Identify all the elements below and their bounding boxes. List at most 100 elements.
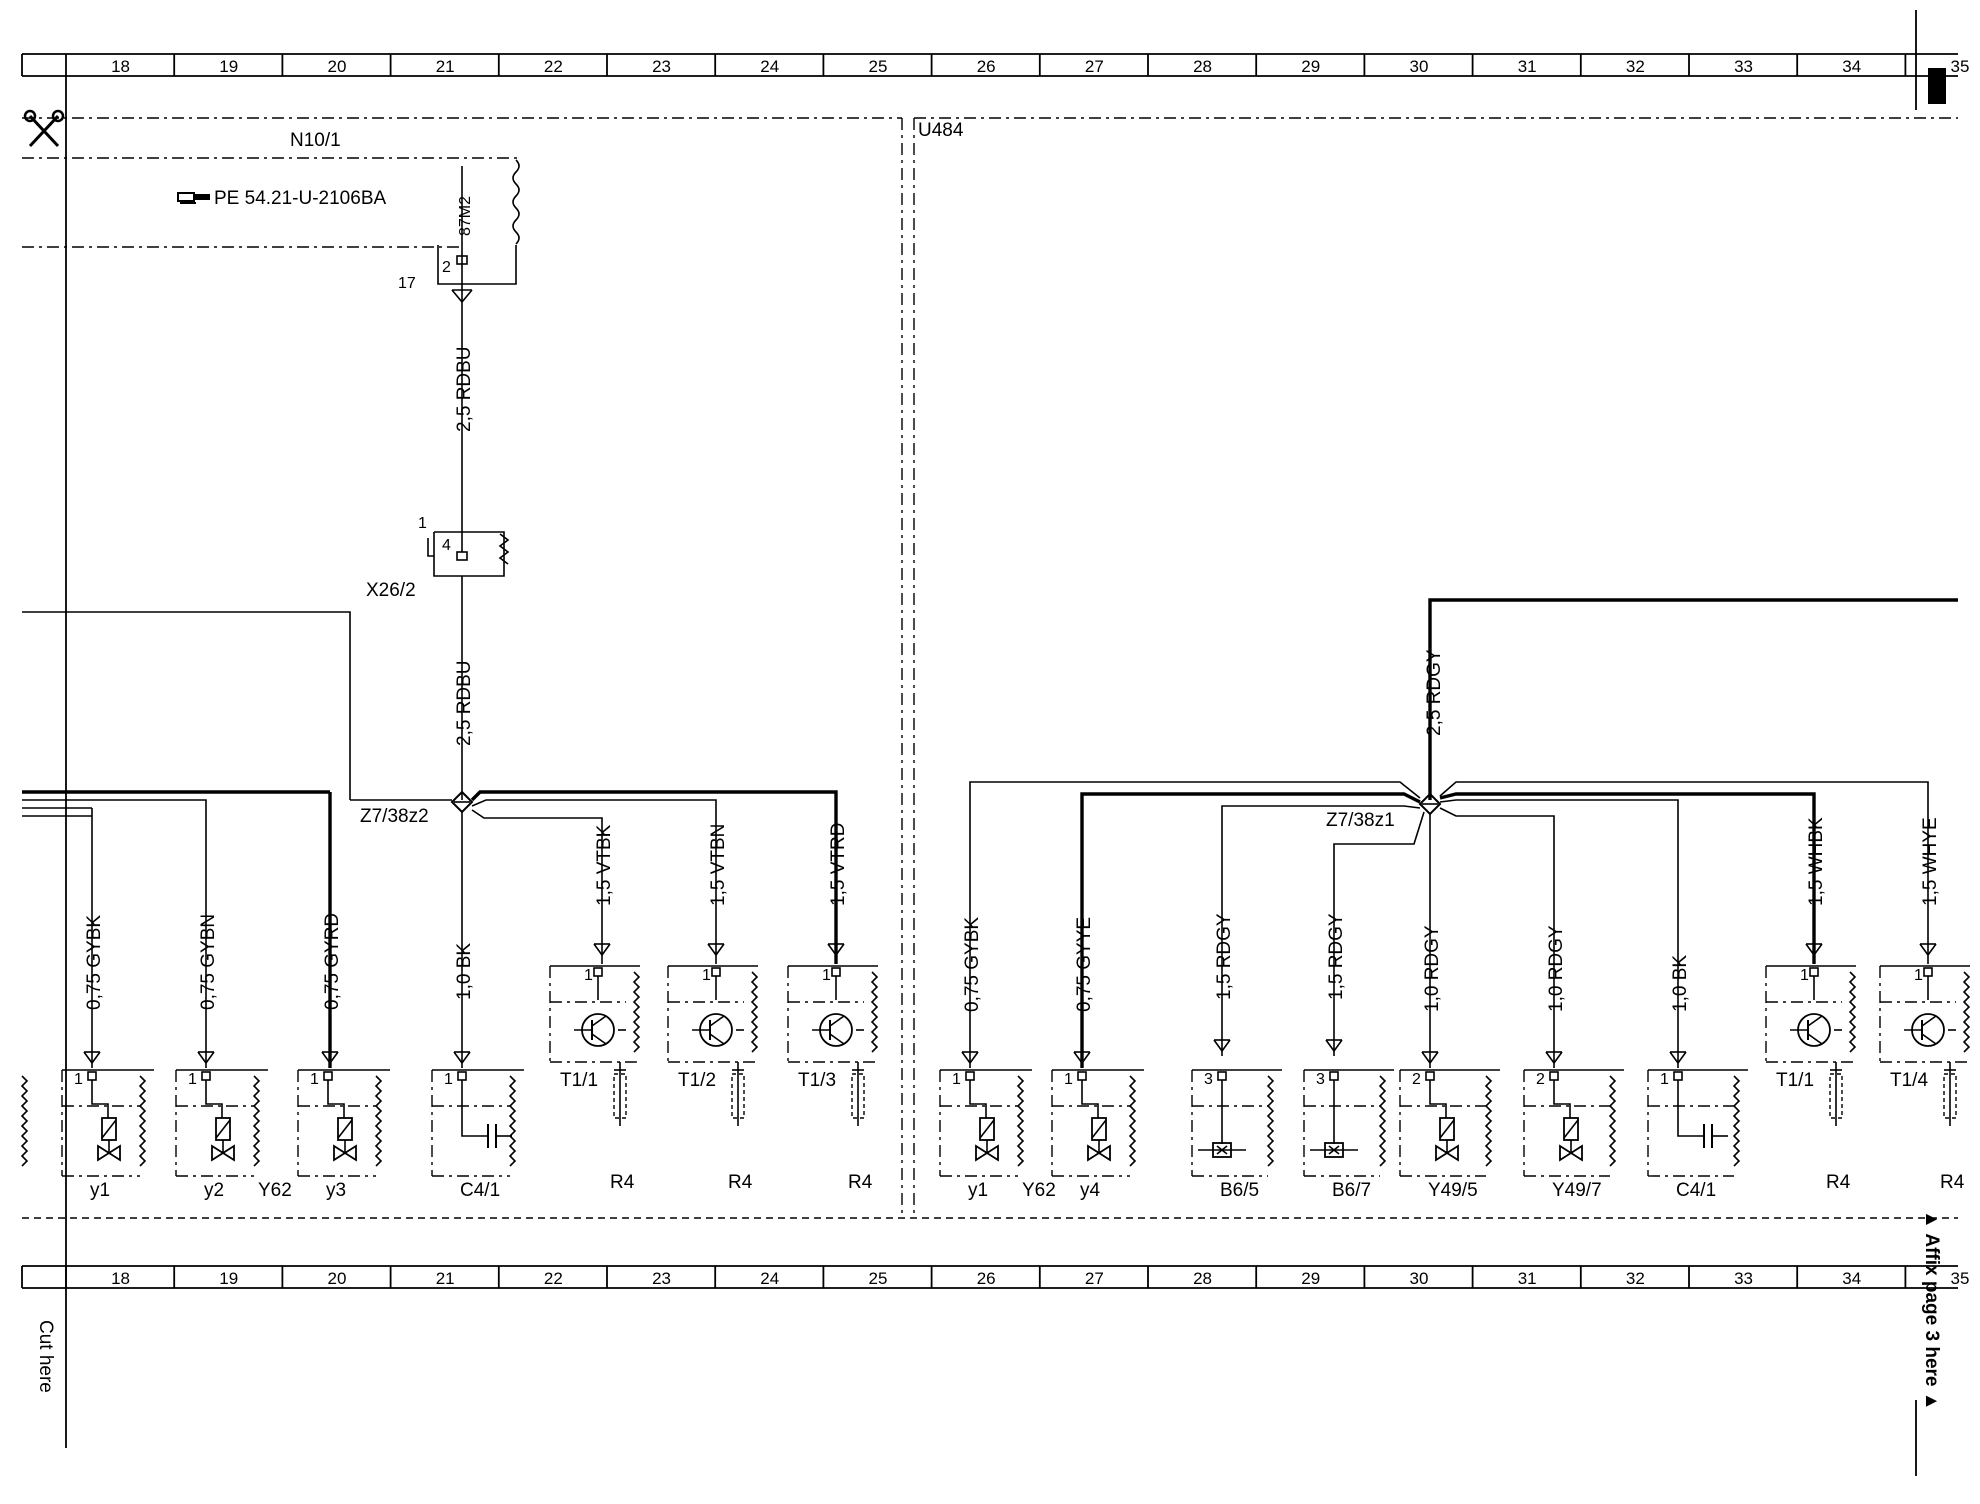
wire-label: 1,0 RDGY: [1422, 925, 1443, 1012]
solenoid-coil-icon: [1439, 1119, 1455, 1139]
grid-number: 28: [1193, 1269, 1212, 1288]
component-label-extra: Y62: [258, 1180, 292, 1201]
grid-number: 21: [436, 57, 455, 76]
valve-icon: [975, 1144, 999, 1162]
wire-break: [750, 971, 759, 1053]
connector-arrow: [1545, 1051, 1563, 1065]
wire-break: [374, 1075, 383, 1167]
transistor-icon: [1807, 1015, 1823, 1027]
grid-number: 33: [1734, 57, 1753, 76]
resistor-label: R4: [848, 1172, 873, 1193]
pin-socket: [457, 1071, 467, 1081]
branch-wire: [1439, 792, 1816, 964]
grid-number: 24: [760, 57, 779, 76]
solenoid-coil-icon: [101, 1119, 117, 1139]
grid-number: 22: [544, 1269, 563, 1288]
valve-icon: [1087, 1144, 1111, 1162]
grid-number: 25: [869, 57, 888, 76]
pin-number: 1: [310, 1071, 319, 1088]
wire-break: [1848, 971, 1857, 1053]
block-title-u484: U484: [918, 120, 964, 141]
wire-break: [870, 971, 879, 1053]
connector-arrow: [827, 943, 845, 957]
grid-number: 31: [1518, 1269, 1537, 1288]
valve-icon: [1559, 1144, 1583, 1162]
wire-label-right-main: 2,5 RDGY: [1424, 649, 1445, 736]
transistor-icon: [1921, 1033, 1937, 1045]
pin-4-label: 4: [442, 537, 451, 554]
wire-label: 1,5 VTBN: [708, 824, 729, 906]
valve-icon: [211, 1144, 235, 1162]
wire-label: 0,75 GYBK: [962, 917, 983, 1012]
pin-socket: [965, 1071, 975, 1081]
sensor-icon: [1328, 1145, 1340, 1155]
branch-wire: [1221, 805, 1421, 1056]
pin-number: 1: [702, 967, 711, 984]
sensor-icon: [1324, 1142, 1344, 1158]
transistor-icon: [591, 1033, 607, 1045]
component-label: T1/1: [1776, 1070, 1814, 1091]
wire-break: [508, 1075, 517, 1167]
branch-wire: [969, 781, 1421, 1068]
component-label: y1: [968, 1180, 988, 1201]
pin-number: 2: [1536, 1071, 1545, 1088]
grid-number: 33: [1734, 1269, 1753, 1288]
wire-right-main: [1428, 598, 1958, 800]
transistor-icon: [709, 1015, 725, 1027]
grid-number: 18: [111, 57, 130, 76]
valve-icon: [97, 1144, 121, 1162]
component-label: T1/3: [798, 1070, 836, 1091]
wire-break: [1266, 1075, 1275, 1167]
pin-number: 3: [1316, 1071, 1325, 1088]
grid-number: 32: [1626, 57, 1645, 76]
connector-arrow: [197, 1051, 215, 1065]
wire-label: 1,0 RDGY: [1546, 925, 1567, 1012]
solenoid-coil-icon: [215, 1119, 231, 1139]
pin-socket: [1809, 967, 1819, 977]
grid-number: 20: [328, 57, 347, 76]
pointing-hand-icon: [177, 192, 210, 204]
connector-arrow: [83, 1051, 101, 1065]
transistor-icon: [829, 1015, 845, 1027]
pin-socket: [711, 967, 721, 977]
component-label: T1/1: [560, 1070, 598, 1091]
solenoid-coil-icon: [979, 1119, 995, 1139]
component-label: B6/5: [1220, 1180, 1259, 1201]
page-mark: [1928, 68, 1946, 104]
pin-17-label: 17: [398, 275, 416, 292]
branch-wire: [470, 790, 838, 964]
wire-label: 1,5 VTRD: [828, 823, 849, 906]
wire-label: 0,75 GYBK: [84, 915, 105, 1010]
connector-arrow: [1919, 943, 1937, 957]
pin-socket: [1329, 1071, 1339, 1081]
coil-lead: [1553, 1080, 1571, 1118]
branch-wire: [1439, 781, 1929, 964]
connector-arrow: [453, 1051, 471, 1065]
connector-arrow: [707, 943, 725, 957]
coil-lead: [1081, 1080, 1099, 1118]
grid-number: 34: [1842, 1269, 1861, 1288]
transistor-icon: [709, 1033, 725, 1045]
grid-number: 22: [544, 57, 563, 76]
wire-break: [1962, 971, 1971, 1053]
connector-87m2: [437, 159, 520, 304]
pin-socket: [1923, 967, 1933, 977]
pin-socket: [201, 1071, 211, 1081]
valve-icon: [1435, 1144, 1459, 1162]
splice-right-label: Z7/38z1: [1326, 810, 1395, 831]
wire-label: 0,75 GYYE: [1074, 917, 1095, 1012]
solenoid-coil-icon: [1563, 1119, 1579, 1139]
sensor-icon: [1216, 1145, 1228, 1155]
pin-socket: [1217, 1071, 1227, 1081]
pin-socket: [1549, 1071, 1559, 1081]
grid-number: 35: [1951, 1269, 1970, 1288]
block-title-n10: N10/1: [290, 130, 341, 151]
transistor-icon: [1807, 1033, 1823, 1045]
resistor-label: R4: [728, 1172, 753, 1193]
grid-number: 31: [1518, 57, 1537, 76]
coil-lead: [205, 1080, 223, 1118]
pin-1-label: 1: [418, 515, 427, 532]
